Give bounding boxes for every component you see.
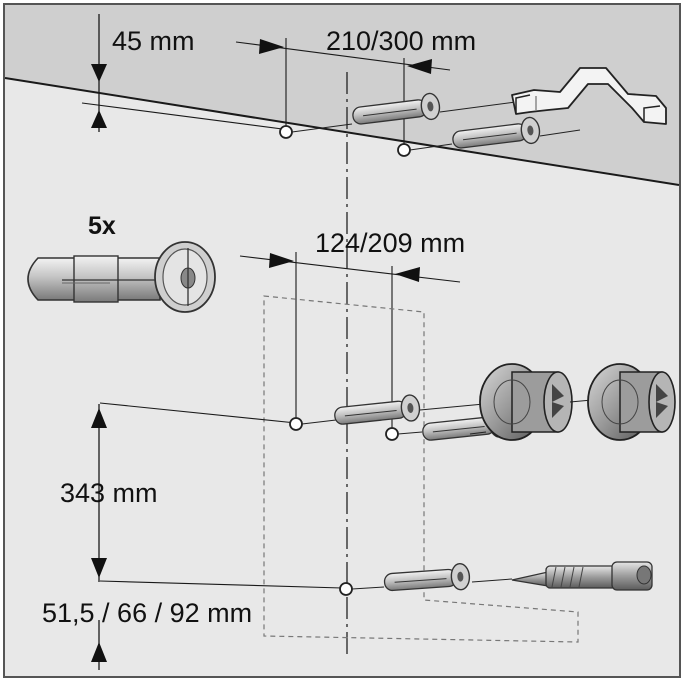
arrow-down-icon bbox=[91, 558, 107, 578]
drill-hole bbox=[289, 417, 303, 431]
mounting-bracket bbox=[511, 67, 667, 125]
bracket-spacing-label: 210/300 mm bbox=[326, 26, 476, 56]
mounting-foot-left bbox=[469, 363, 573, 441]
mount-spacing-dimension: 124/209 mm bbox=[239, 228, 465, 432]
arrow-up-icon bbox=[91, 642, 107, 662]
arrow-up-icon bbox=[91, 110, 107, 128]
ceiling-offset-label: 45 mm bbox=[112, 26, 195, 56]
screw bbox=[511, 561, 653, 591]
wall-anchor-large bbox=[27, 241, 216, 313]
mounting-foot-right bbox=[587, 363, 676, 441]
drill-hole bbox=[397, 143, 411, 157]
wall-anchor-mid-left bbox=[334, 394, 421, 425]
drill-hole bbox=[279, 125, 293, 139]
wall-anchor-top-right bbox=[452, 116, 541, 149]
wall-anchor-bottom bbox=[383, 562, 471, 592]
arrow-left-icon bbox=[407, 59, 432, 74]
drill-hole bbox=[339, 582, 353, 596]
ceiling-edge-line bbox=[4, 77, 680, 186]
arrow-up-icon bbox=[91, 408, 107, 428]
appliance-outline bbox=[263, 295, 579, 643]
bracket-spacing-dimension: 210/300 mm bbox=[235, 26, 476, 150]
drill-hole bbox=[385, 427, 399, 441]
wall-anchor-top-left bbox=[352, 92, 441, 125]
bottom-offset-label: 51,5 / 66 / 92 mm bbox=[42, 598, 252, 628]
arrow-left-icon bbox=[395, 267, 420, 282]
bottom-offset-dimension: 51,5 / 66 / 92 mm bbox=[42, 598, 252, 670]
anchor-quantity-label: 5x bbox=[88, 212, 116, 240]
arrow-down-icon bbox=[91, 64, 107, 82]
mount-height-label: 343 mm bbox=[60, 478, 158, 508]
mount-height-dimension: 343 mm bbox=[60, 404, 158, 582]
mount-spacing-label: 124/209 mm bbox=[315, 228, 465, 258]
arrow-right-icon bbox=[269, 253, 294, 268]
ceiling-offset-dimension: 45 mm bbox=[81, 14, 291, 132]
arrow-right-icon bbox=[259, 39, 284, 54]
